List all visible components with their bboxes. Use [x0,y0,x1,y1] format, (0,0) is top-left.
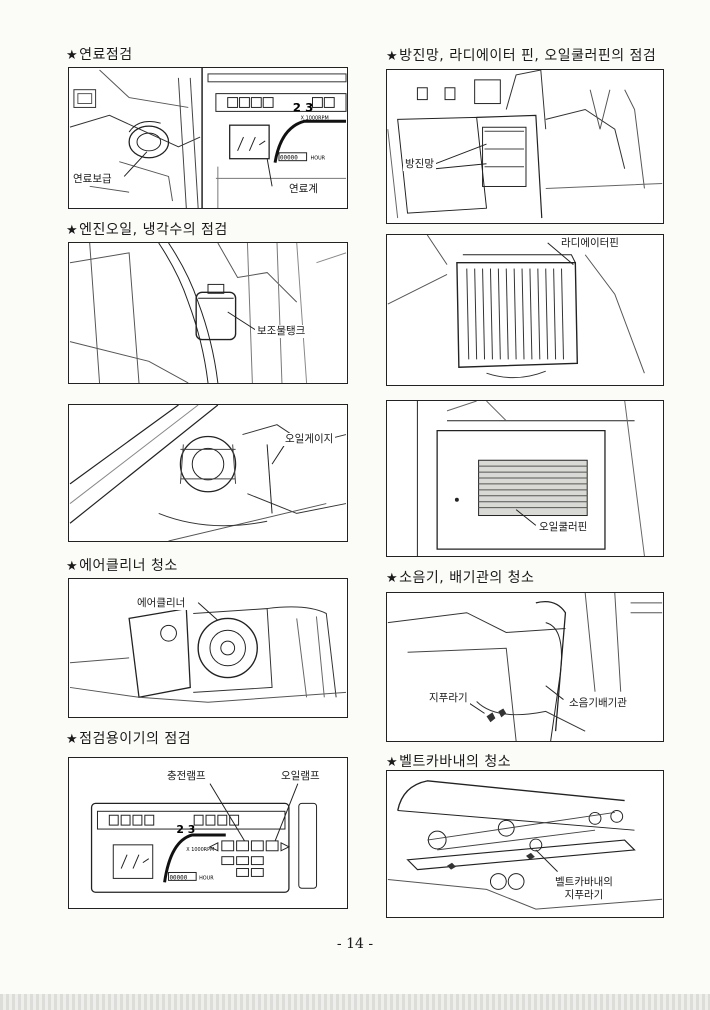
radiator-fin-label: 라디에이터핀 [559,237,621,250]
scan-edge [0,994,710,1010]
oil-cooler-fin-label: 오일쿨러핀 [537,521,590,534]
belt-cover-heading: ★벨트카바내의 청소 [386,751,511,771]
engine-oil-heading: ★엔진오일, 냉각수의 점검 [66,219,228,239]
star-icon: ★ [66,223,79,238]
air-cleaner-heading: ★에어클리너 청소 [66,555,178,575]
dust-net-drawing [387,70,663,219]
fuel-hour-digits: 00000 [280,156,298,162]
star-icon: ★ [386,571,399,586]
fuel-check-title: 연료점검 [79,47,133,63]
page-number: - 14 - [336,936,374,952]
oil-gauge-drawing [69,405,347,541]
muffler-heading: ★소음기, 배기관의 청소 [386,567,534,587]
inspection-panel-illustration: 2 3 X 1000RPM 00000 HOUR 충전램프 오일램프 [68,757,348,909]
muffler-drawing [387,593,663,741]
radiator-fin-drawing [387,235,645,379]
dust-net-illustration: 방진망 [386,69,664,224]
fuel-rpm-label: X 1000RPM [301,115,329,121]
svg-text:2 3: 2 3 [176,823,195,836]
air-cleaner-title: 에어클리너 청소 [79,558,178,574]
air-cleaner-illustration: 에어클리너 [68,578,348,718]
oil-gauge-label: 오일게이지 [283,433,336,446]
svg-text:2 3: 2 3 [293,100,314,114]
inspection-heading: ★점검용이기의 점검 [66,728,191,748]
oil-lamp-label: 오일램프 [279,770,322,783]
air-cleaner-drawing [69,602,347,703]
fuel-check-illustration: 00000 HOUR X 1000RPM 2 3 연료보급 연료계 [68,67,348,209]
reserve-tank-drawing [69,243,347,383]
fuel-check-heading: ★연료점검 [66,44,133,64]
support-roller-label: 지푸라기 [427,692,470,705]
oil-cooler-fin-illustration: 오일쿨러핀 [386,400,664,557]
fuel-hour-label: HOUR [311,156,326,162]
belt-cover-illustration: 벨트카바내의 지푸라기 [386,770,664,918]
dust-net-label: 방진망 [403,158,436,171]
muffler-title: 소음기, 배기관의 청소 [399,570,535,586]
fuel-gauge-label: 연료계 [287,183,320,196]
star-icon: ★ [386,49,399,64]
star-icon: ★ [66,48,79,63]
reserve-tank-label: 보조물탱크 [255,325,308,338]
muffler-illustration: 지푸라기 소음기배기관 [386,592,664,742]
inspection-hour-label: HOUR [199,875,214,881]
fuel-cap-label: 연료보급 [71,173,114,186]
belt-cover-title: 벨트카바내의 청소 [399,754,512,770]
engine-oil-title: 엔진오일, 냉각수의 점검 [79,222,228,238]
belt-cover-drawing [387,780,663,910]
inspection-rpm-label: X 1000RPM [186,847,214,853]
screen-check-heading: ★방진망, 라디에이터 핀, 오일쿨러핀의 점검 [386,45,656,65]
star-icon: ★ [386,755,399,770]
radiator-fin-illustration: 라디에이터핀 [386,234,664,386]
inspection-title: 점검용이기의 점검 [79,731,192,747]
inspection-panel-drawing: 2 3 X 1000RPM 00000 HOUR [90,783,318,893]
star-icon: ★ [66,732,79,747]
oil-gauge-illustration: 오일게이지 [68,404,348,542]
inspection-hour-digits: 00000 [170,875,188,881]
oil-cooler-fin-drawing [416,401,645,556]
reserve-tank-illustration: 보조물탱크 [68,242,348,384]
muffler-pipe-label: 소음기배기관 [567,697,629,710]
star-icon: ★ [66,559,79,574]
belt-cover-straw-label: 벨트카바내의 지푸라기 [553,876,615,902]
fuel-check-drawing: 00000 HOUR X 1000RPM 2 3 [69,68,347,208]
screen-check-title: 방진망, 라디에이터 핀, 오일쿨러핀의 점검 [399,48,657,64]
charge-lamp-label: 충전램프 [165,770,208,783]
air-cleaner-label: 에어클리너 [135,597,188,610]
